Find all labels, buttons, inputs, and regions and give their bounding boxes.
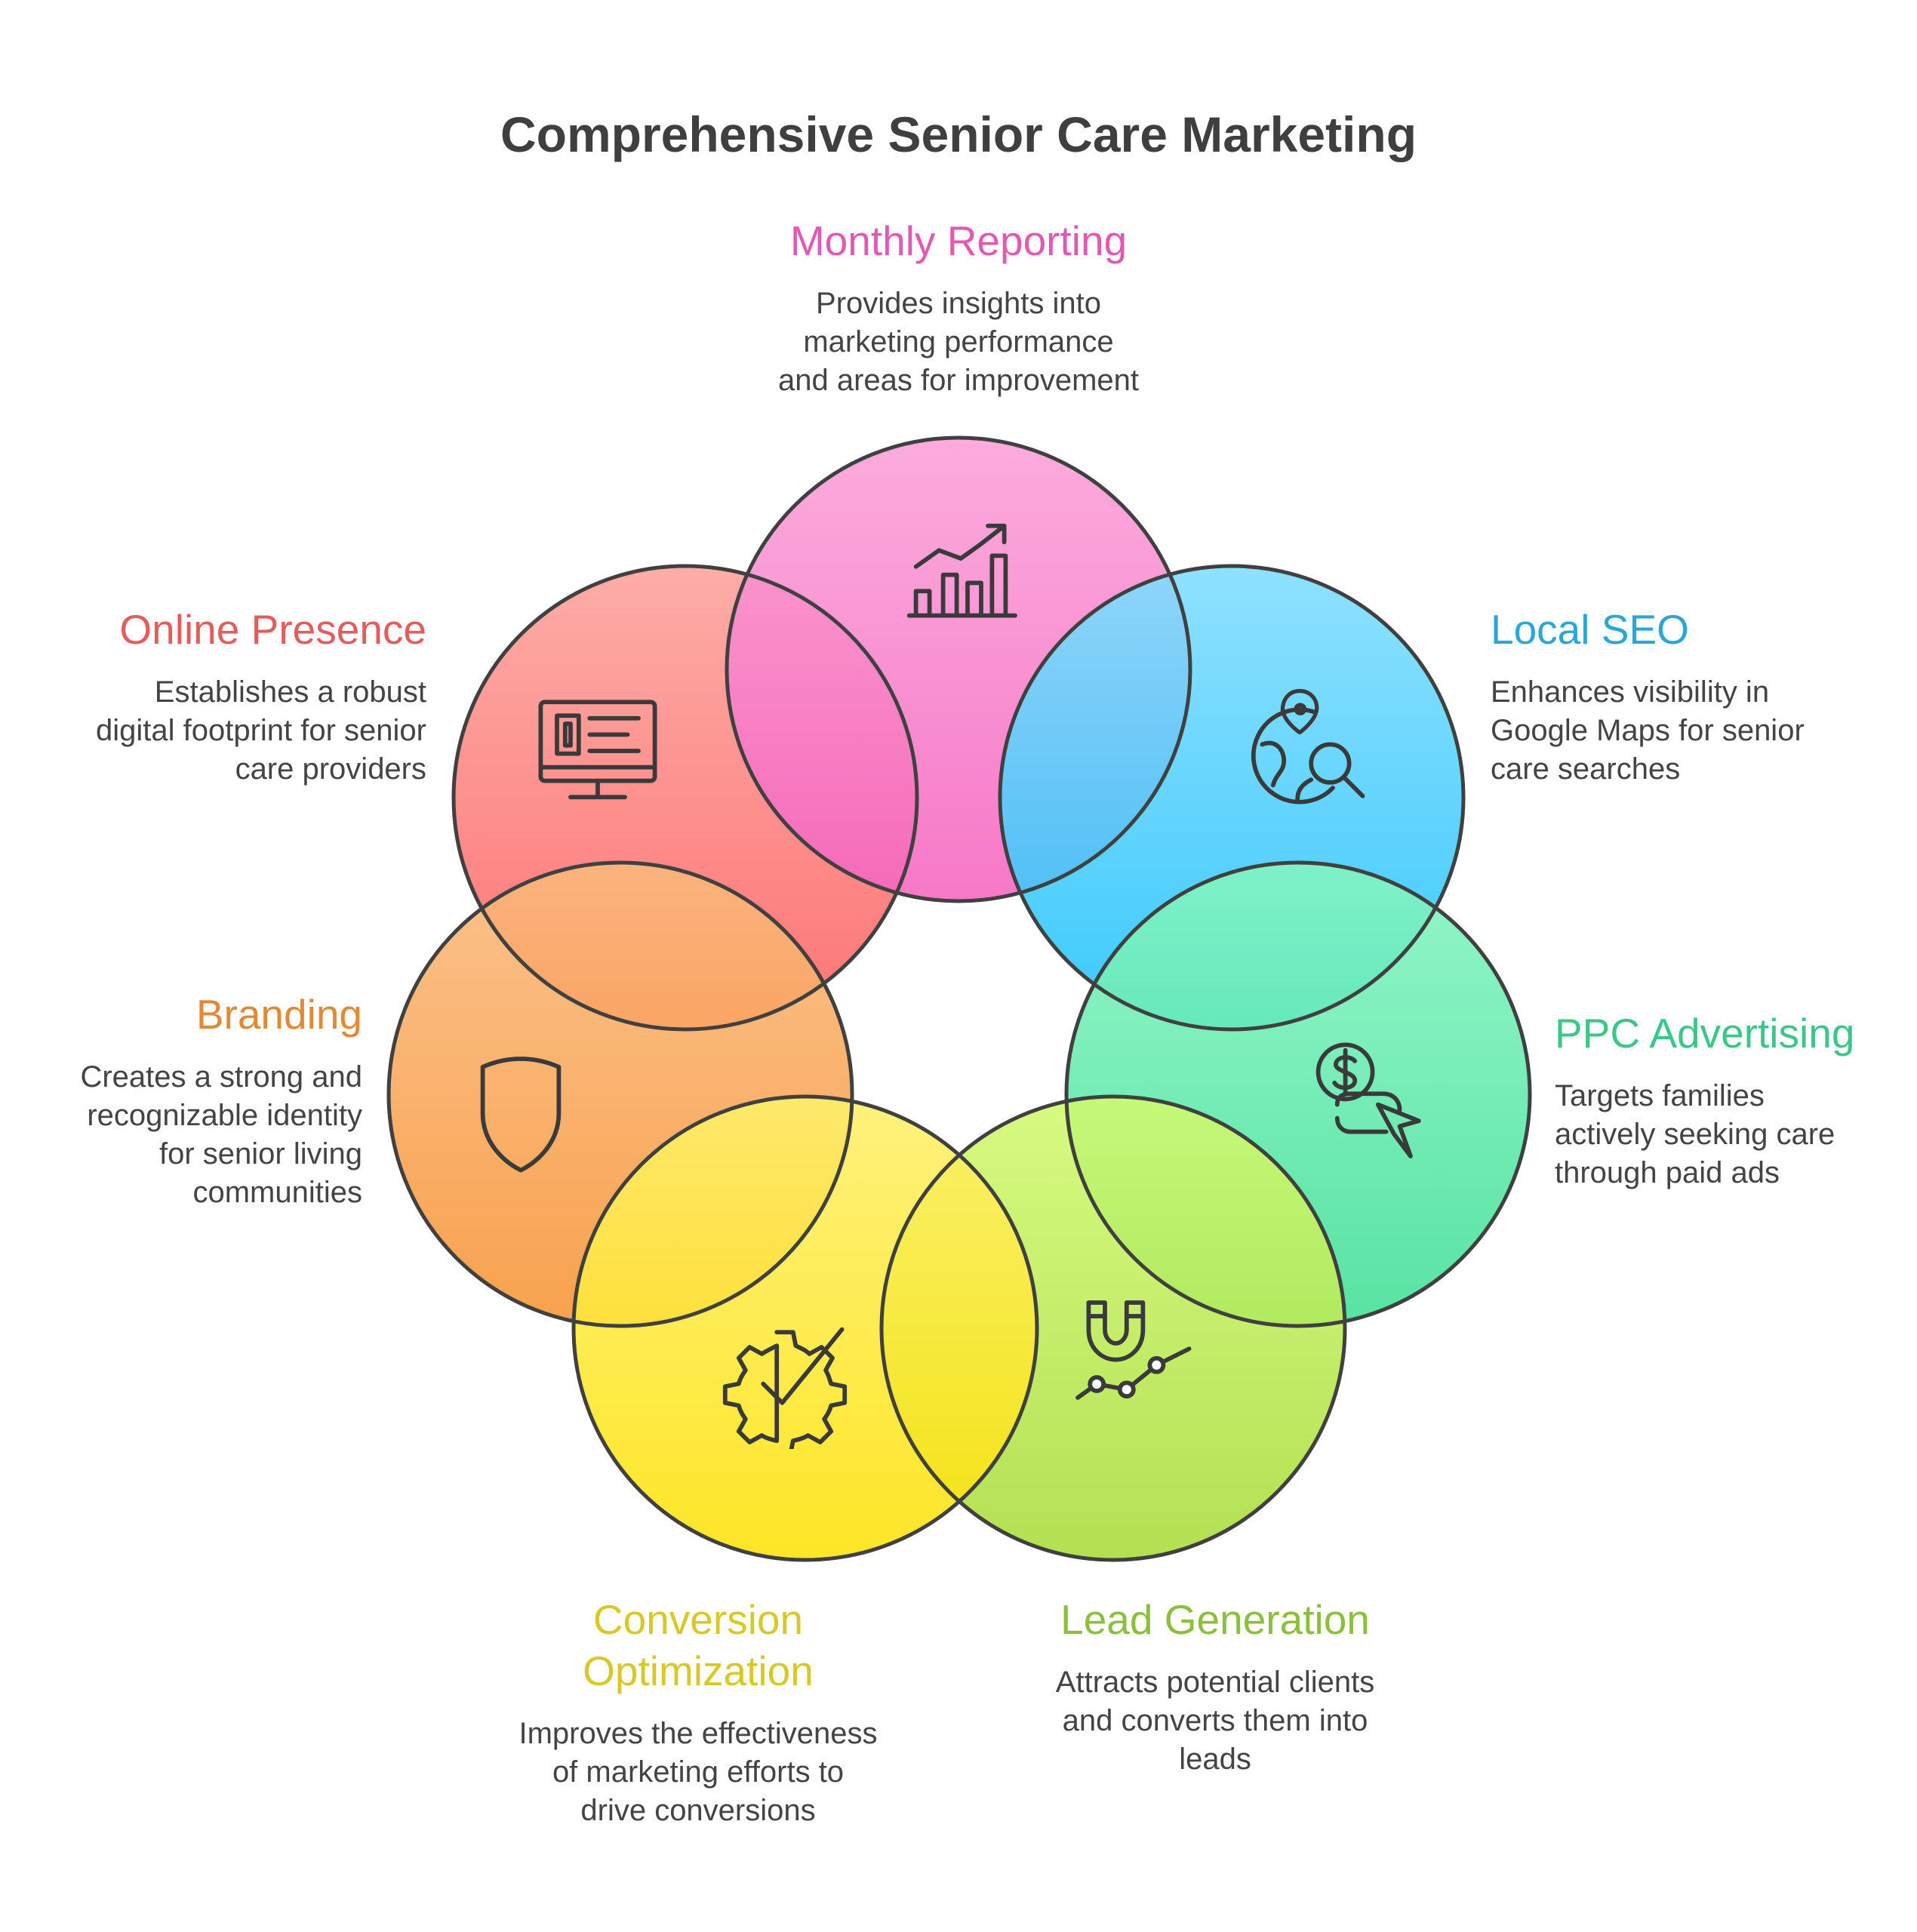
desc-local-seo: Enhances visibility in Google Maps for s… <box>1491 675 1805 786</box>
desc-conversion-optimization: Improves the effectiveness of marketing … <box>518 1717 878 1827</box>
diagram-title: Comprehensive Senior Care Marketing <box>500 106 1417 162</box>
shield-icon <box>453 1045 589 1181</box>
monitor-layout-icon <box>530 683 666 819</box>
circle-conversion-optimization <box>574 1097 1037 1560</box>
dollar-click-icon <box>1302 1034 1438 1170</box>
desc-monthly-reporting: Provides insights into marketing perform… <box>777 287 1139 397</box>
block-online-presence: Online Presence Establishes a robust dig… <box>30 604 426 789</box>
block-branding: Branding Creates a strong and recognizab… <box>30 989 362 1212</box>
block-local-seo: Local SEO Enhances visibility in Google … <box>1491 604 1898 789</box>
block-monthly-reporting: Monthly Reporting Provides insights into… <box>679 215 1238 400</box>
label-ppc-advertising: PPC Advertising <box>1555 1010 1855 1057</box>
label-online-presence: Online Presence <box>119 606 426 653</box>
globe-search-pin-icon <box>1238 679 1374 815</box>
desc-lead-generation: Attracts potential clients and converts … <box>1055 1666 1375 1776</box>
magnet-trend-icon <box>1064 1275 1200 1411</box>
block-conversion-optimization: Conversion Optimization Improves the eff… <box>468 1594 928 1830</box>
label-monthly-reporting: Monthly Reporting <box>789 217 1128 264</box>
desc-branding: Creates a strong and recognizable identi… <box>80 1060 362 1209</box>
gear-check-icon <box>717 1313 853 1449</box>
bar-chart-trend-icon <box>893 504 1029 640</box>
block-ppc-advertising: PPC Advertising Targets families activel… <box>1555 1008 1909 1192</box>
desc-ppc-advertising: Targets families actively seeking care t… <box>1555 1079 1835 1189</box>
desc-online-presence: Establishes a robust digital footprint f… <box>95 675 426 786</box>
label-lead-generation: Lead Generation <box>1060 1596 1370 1643</box>
label-branding: Branding <box>195 991 362 1038</box>
label-conversion-optimization: Conversion Optimization <box>583 1596 814 1694</box>
block-lead-generation: Lead Generation Attracts potential clien… <box>989 1594 1442 1779</box>
label-local-seo: Local SEO <box>1491 606 1689 653</box>
